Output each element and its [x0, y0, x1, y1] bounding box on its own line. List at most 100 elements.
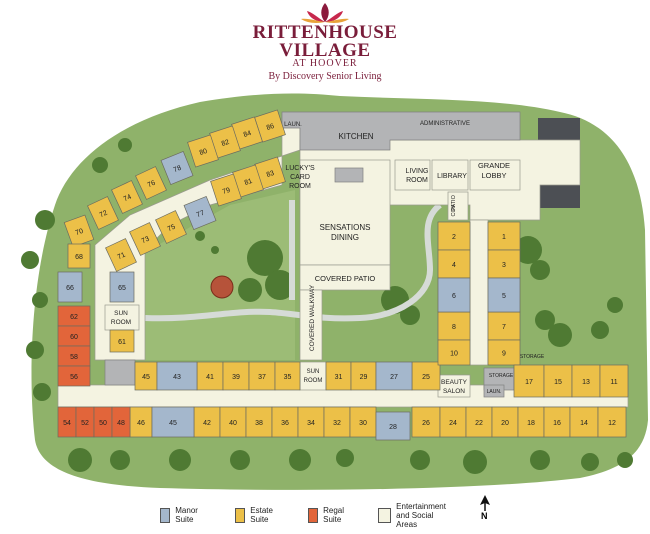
legend-manor: Manor Suite	[160, 506, 203, 524]
unit-7-box	[487, 311, 521, 341]
unit-45-number: 45	[169, 420, 177, 427]
unit-30-box	[349, 406, 377, 438]
unit-58-regal: 58	[57, 345, 91, 367]
north-arrow-icon	[480, 495, 490, 511]
unit-71-estate: 71	[105, 238, 137, 272]
unit-26-box	[411, 406, 441, 438]
unit-16-number: 16	[553, 420, 561, 427]
unit-58-number: 58	[70, 354, 78, 361]
unit-79-number: 79	[222, 187, 232, 196]
unit-15-number: 15	[554, 379, 562, 386]
unit-22-box	[465, 406, 493, 438]
unit-77-number: 77	[196, 210, 206, 219]
unit-28-number: 28	[389, 424, 397, 431]
unit-41-estate: 41	[196, 361, 224, 391]
unit-29-number: 29	[360, 374, 368, 381]
legend-estate: Estate Suite	[235, 506, 278, 524]
unit-3-estate: 3	[487, 249, 521, 279]
sensations-dining-label: SENSATIONS	[320, 223, 371, 232]
legend-regal-label: Regal Suite	[323, 506, 345, 524]
unit-12-number: 12	[608, 420, 616, 427]
unit-66-box	[57, 271, 83, 303]
unit-60-number: 60	[70, 334, 78, 341]
unit-46-number: 46	[137, 420, 145, 427]
unit-48-regal: 48	[111, 406, 131, 438]
unit-11-box	[599, 364, 629, 398]
unit-2-number: 2	[452, 234, 456, 241]
lotus-logo-icon	[301, 3, 349, 23]
unit-45-estate: 45	[134, 361, 158, 391]
unit-37-estate: 37	[248, 361, 276, 391]
unit-68-box	[67, 243, 91, 269]
unit-2-box	[437, 221, 471, 251]
unit-80-estate: 80	[187, 134, 219, 168]
legend-regal: Regal Suite	[308, 506, 349, 524]
legend-entertainment-label-1: Entertainment	[396, 502, 446, 511]
kitchen-label: KITCHEN	[338, 132, 373, 141]
unit-38-estate: 38	[245, 406, 273, 438]
unit-14-estate: 14	[569, 406, 599, 438]
unit-79-estate: 79	[210, 173, 242, 207]
unit-24-number: 24	[449, 420, 457, 427]
unit-13-box	[571, 364, 601, 398]
unit-17-number: 17	[525, 379, 533, 386]
unit-1-estate: 1	[487, 221, 521, 251]
unit-15-estate: 15	[543, 364, 573, 398]
unit-83-number: 83	[266, 170, 276, 179]
unit-14-box	[569, 406, 599, 438]
walking-paths	[144, 200, 443, 322]
unit-31-box	[325, 361, 352, 391]
unit-72-number: 72	[99, 209, 109, 219]
unit-75-number: 75	[167, 223, 177, 233]
covered-walkway-label: COVERED WALKWAY	[309, 284, 316, 351]
unit-26-estate: 26	[411, 406, 441, 438]
unit-38-number: 38	[255, 420, 263, 427]
unit-29-estate: 29	[350, 361, 377, 391]
unit-32-estate: 32	[323, 406, 351, 438]
unit-56-regal: 56	[57, 365, 91, 387]
unit-40-number: 40	[229, 420, 237, 427]
unit-45-manor: 45	[151, 406, 195, 438]
unit-72-estate: 72	[87, 196, 119, 230]
unit-5-number: 5	[502, 293, 506, 300]
unit-61-estate: 61	[109, 329, 135, 353]
unit-16-estate: 16	[543, 406, 571, 438]
unit-78-box	[160, 150, 194, 186]
unit-18-number: 18	[527, 420, 535, 427]
unit-13-estate: 13	[571, 364, 601, 398]
unit-42-estate: 42	[193, 406, 221, 438]
luckys-card-room-label: LUCKY'S	[285, 165, 315, 172]
unit-24-estate: 24	[439, 406, 467, 438]
luckys-card-room-label-2: CARD	[290, 174, 310, 181]
sun-room-west-label-2: ROOM	[111, 319, 131, 326]
unit-40-estate: 40	[219, 406, 247, 438]
unit-2-estate: 2	[437, 221, 471, 251]
unit-60-regal: 60	[57, 325, 91, 347]
unit-41-number: 41	[206, 374, 214, 381]
unit-32-box	[323, 406, 351, 438]
legend-entertainment: Entertainment and Social Areas	[378, 502, 448, 529]
unit-52-regal: 52	[75, 406, 95, 438]
unit-20-box	[491, 406, 519, 438]
laundry-label: LAUN.	[284, 122, 302, 128]
unit-65-box	[109, 271, 135, 303]
unit-12-estate: 12	[597, 406, 627, 438]
unit-5-manor: 5	[487, 277, 521, 313]
living-room-label: LIVING	[406, 168, 429, 175]
unit-50-regal: 50	[93, 406, 113, 438]
unit-1-box	[487, 221, 521, 251]
unit-54-regal: 54	[57, 406, 77, 438]
unit-10-number: 10	[450, 351, 458, 358]
unit-43-box	[156, 361, 198, 391]
grande-lobby-label-2: LOBBY	[481, 171, 506, 180]
unit-34-estate: 34	[297, 406, 325, 438]
unit-68-estate: 68	[67, 243, 91, 269]
unit-6-box	[437, 277, 471, 313]
unit-12-box	[597, 406, 627, 438]
unit-4-estate: 4	[437, 249, 471, 279]
unit-28-manor: 28	[375, 411, 411, 441]
unit-3-number: 3	[502, 262, 506, 269]
unit-22-number: 22	[475, 420, 483, 427]
